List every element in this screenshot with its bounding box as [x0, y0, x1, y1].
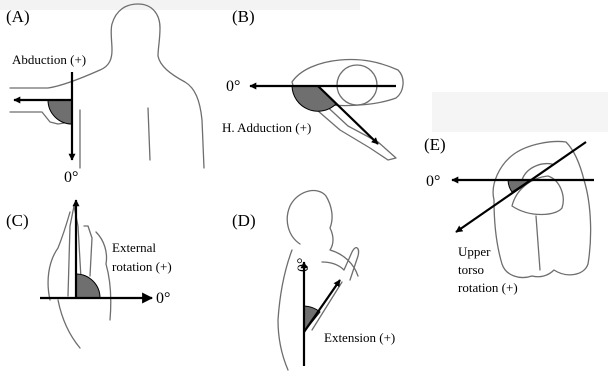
panel-d-motion-label: Extension (+) [324, 330, 395, 345]
panel-c-zero-label: 0° [156, 290, 170, 307]
panel-a-side-outline [80, 108, 150, 168]
panel-e-diagonal-arrow [456, 142, 586, 232]
panel-d-letter: (D) [232, 211, 256, 230]
panel-e: (E) 0° Upper torso rotation (+) [424, 135, 594, 295]
panel-e-background-patch [432, 92, 608, 132]
panel-e-motion-label-line2: torso [458, 262, 484, 277]
panel-c-motion-label-line1: External [112, 240, 156, 255]
panel-b-zero-label: 0° [226, 78, 240, 95]
panel-c: (C) External rotation (+) 0° [6, 200, 172, 348]
panel-e-back-torso-outline [493, 142, 591, 278]
panel-e-letter: (E) [424, 135, 446, 154]
panel-b-angle-wedge [292, 86, 336, 111]
panel-a-zero-label: 0° [64, 169, 78, 186]
panel-d-arm-outline [312, 248, 359, 330]
panel-a-torso-outline [10, 4, 204, 168]
panel-c-letter: (C) [6, 211, 29, 230]
panel-c-angle-wedge [76, 274, 100, 298]
panel-b-letter: (B) [232, 7, 255, 26]
panel-b: (B) 0° H. Adduction (+) [222, 7, 403, 160]
panel-d: (D) 0° Extension (+) [232, 191, 395, 370]
panel-a-angle-wedge [48, 100, 72, 124]
panel-d-zero-label: 0° [295, 258, 312, 272]
panel-b-motion-label: H. Adduction (+) [222, 120, 311, 135]
panel-e-motion-label-line3: rotation (+) [458, 280, 518, 295]
panel-d-diagonal-arrow [304, 280, 340, 332]
panel-e-motion-label-line1: Upper [458, 244, 491, 259]
panel-a: (A) Abduction (+) 0° [6, 4, 204, 186]
panel-c-motion-label-line2: rotation (+) [112, 259, 172, 274]
top-background-strip [0, 0, 360, 10]
panel-e-zero-label: 0° [426, 173, 440, 190]
panel-a-letter: (A) [6, 7, 30, 26]
panel-a-motion-label: Abduction (+) [12, 52, 86, 67]
